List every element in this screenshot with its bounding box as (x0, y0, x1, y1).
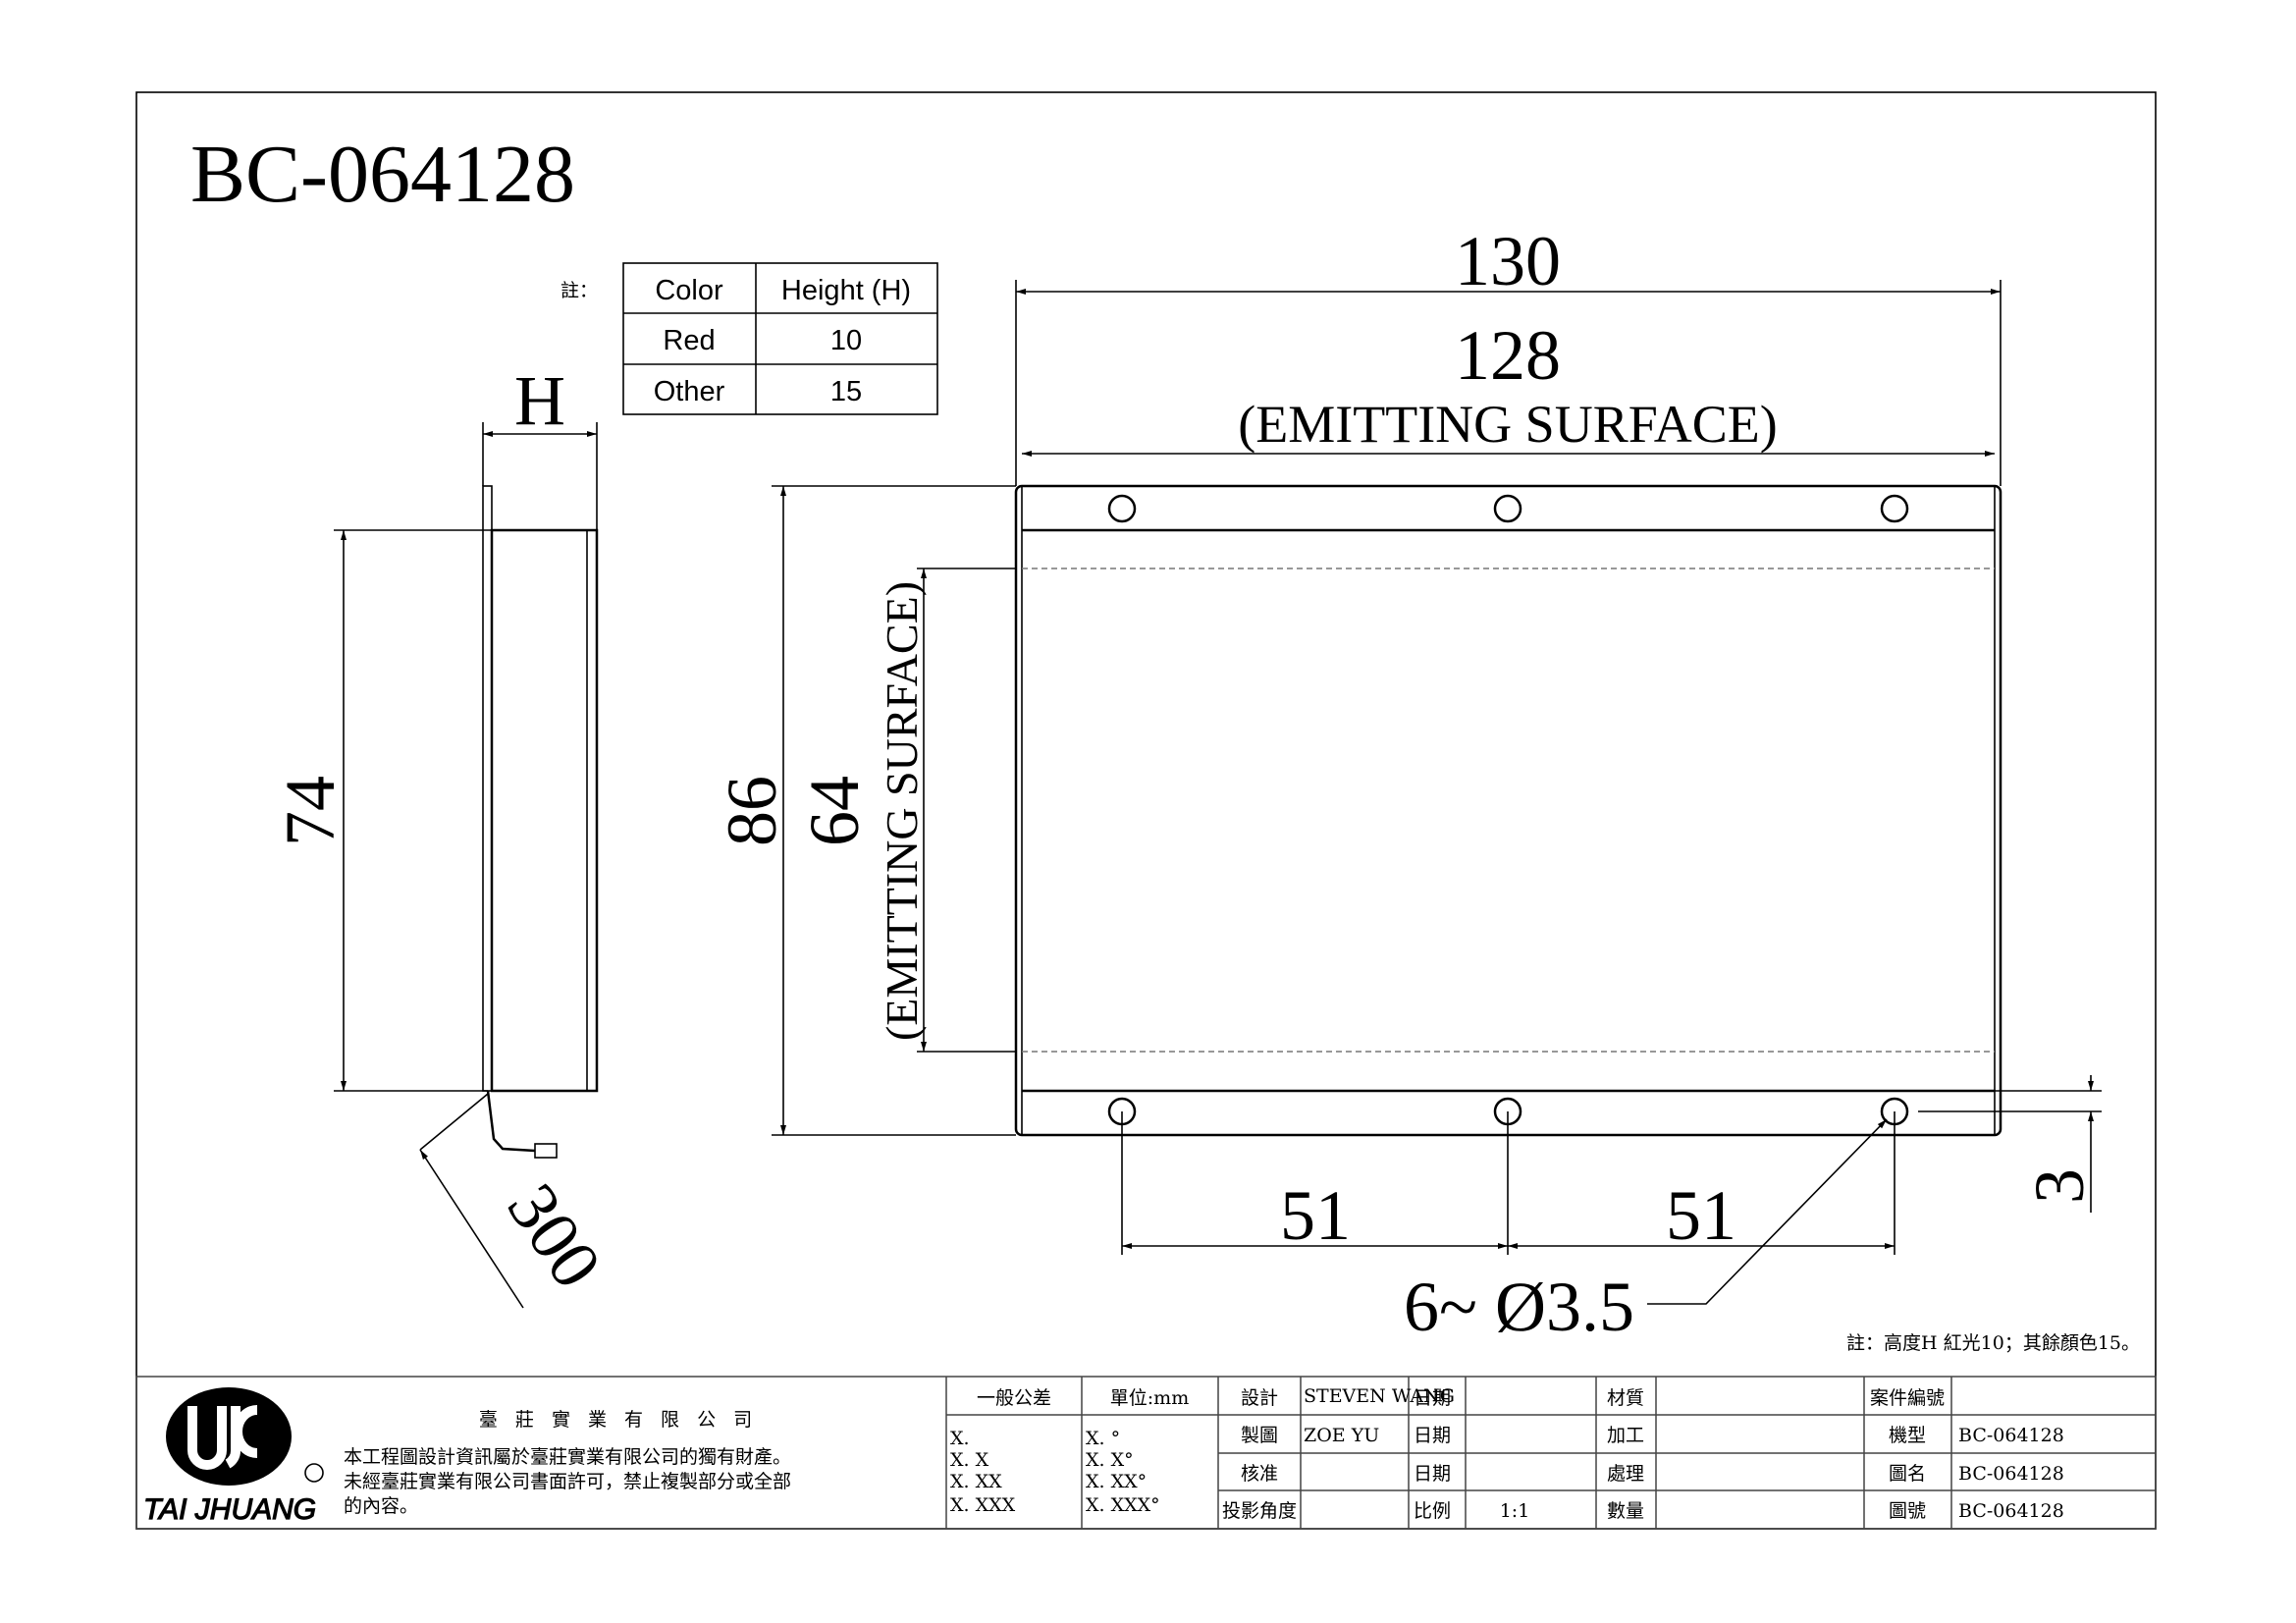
spec-cell: Red (663, 325, 715, 356)
dim-51-left: 51 (1280, 1176, 1351, 1255)
tolerance-row: X. XXX (950, 1494, 1016, 1516)
projection-label: 投影角度 (1222, 1500, 1297, 1522)
dim-74: 74 (271, 776, 349, 846)
dim-300: 300 (493, 1169, 617, 1301)
company-logo: TAI JHUANG (142, 1387, 324, 1527)
quantity-label: 數量 (1607, 1500, 1644, 1522)
drawing-no-value: BC-064128 (1958, 1500, 2064, 1522)
mounting-holes (1107, 494, 1909, 1126)
copyright-line: 本工程圖設計資訊屬於臺莊實業有限公司的獨有財產。 (344, 1446, 791, 1468)
company-name: 臺 莊 實 業 有 限 公 司 (479, 1409, 758, 1431)
spec-header-color: Color (655, 275, 723, 306)
approve-label: 核准 (1241, 1463, 1278, 1485)
tolerance-row: X. X (950, 1449, 989, 1471)
spec-cell: 15 (830, 376, 862, 407)
date-label: 日期 (1414, 1425, 1451, 1446)
side-view: 74 H 300 (271, 361, 617, 1309)
drawing-no-label: 圖號 (1889, 1500, 1926, 1522)
dim-86: 86 (713, 776, 791, 846)
dim-64: 64 (795, 776, 874, 846)
date-label: 日期 (1414, 1463, 1451, 1485)
treatment-label: 處理 (1607, 1463, 1644, 1485)
footnote: 註：高度H 紅光10；其餘顏色15。 (1846, 1332, 2140, 1354)
callout-leader (1647, 1118, 1888, 1305)
drawing-border (135, 91, 2157, 1530)
tolerance-row: X. XX (950, 1471, 1002, 1492)
dim-128: 128 (1455, 316, 1561, 395)
spec-cell: Other (654, 376, 725, 407)
hole (1107, 494, 1137, 523)
unit-header: 單位:mm (1110, 1387, 1189, 1409)
model-value: BC-064128 (1958, 1425, 2064, 1446)
angle-row: X. XX° (1086, 1471, 1147, 1492)
spec-header-height: Height (H) (781, 275, 911, 306)
title-block: TAI JHUANG 臺 莊 實 業 有 限 公 司 本工程圖設計資訊屬於臺莊實… (135, 1376, 2157, 1530)
angle-row: X. XXX° (1086, 1494, 1160, 1516)
emitting-label-horizontal: (EMITTING SURFACE) (1238, 395, 1777, 454)
material-label: 材質 (1607, 1387, 1644, 1409)
process-label: 加工 (1607, 1425, 1644, 1446)
copyright-line: 的內容。 (344, 1495, 418, 1517)
tolerance-row: X. (950, 1428, 970, 1449)
spec-cell: 10 (830, 325, 862, 356)
date-label: 日期 (1414, 1387, 1451, 1409)
dim-h: H (514, 361, 565, 440)
front-view: 130 128 (EMITTING SURFACE) 86 64 (EMITTI… (713, 222, 2102, 1346)
case-no-label: 案件編號 (1870, 1387, 1945, 1409)
scale-label: 比例 (1414, 1500, 1451, 1522)
design-label: 設計 (1241, 1387, 1278, 1409)
dim-51-right: 51 (1666, 1176, 1736, 1255)
model-label: 機型 (1889, 1425, 1926, 1446)
hole (1493, 494, 1522, 523)
hole-callout: 6~ Ø3.5 (1404, 1268, 1634, 1346)
angle-row: X. ° (1086, 1428, 1120, 1449)
connector (534, 1143, 558, 1159)
drawn-label: 製圖 (1241, 1425, 1278, 1446)
logo-text: TAI JHUANG (143, 1493, 316, 1526)
scale-value: 1:1 (1500, 1500, 1530, 1522)
dim-3: 3 (2020, 1168, 2099, 1204)
drawing-name-label: 圖名 (1889, 1463, 1926, 1485)
copyright-line: 未經臺莊實業有限公司書面許可，禁止複製部分或全部 (344, 1471, 791, 1492)
drawn-value: ZOE YU (1304, 1425, 1379, 1446)
cable (486, 1090, 536, 1153)
drawing-name-value: BC-064128 (1958, 1463, 2064, 1485)
drawing-title: BC-064128 (190, 129, 575, 220)
tolerance-header: 一般公差 (977, 1387, 1051, 1409)
note-prefix: 註： (561, 280, 598, 301)
emitting-label-vertical: (EMITTING SURFACE) (877, 581, 927, 1041)
hole (1880, 494, 1909, 523)
spec-table: 註： Color Height (H) Red 10 Other 15 (561, 262, 938, 415)
dim-130: 130 (1455, 222, 1561, 300)
angle-row: X. X° (1086, 1449, 1134, 1471)
design-value: STEVEN WANG (1304, 1385, 1455, 1407)
